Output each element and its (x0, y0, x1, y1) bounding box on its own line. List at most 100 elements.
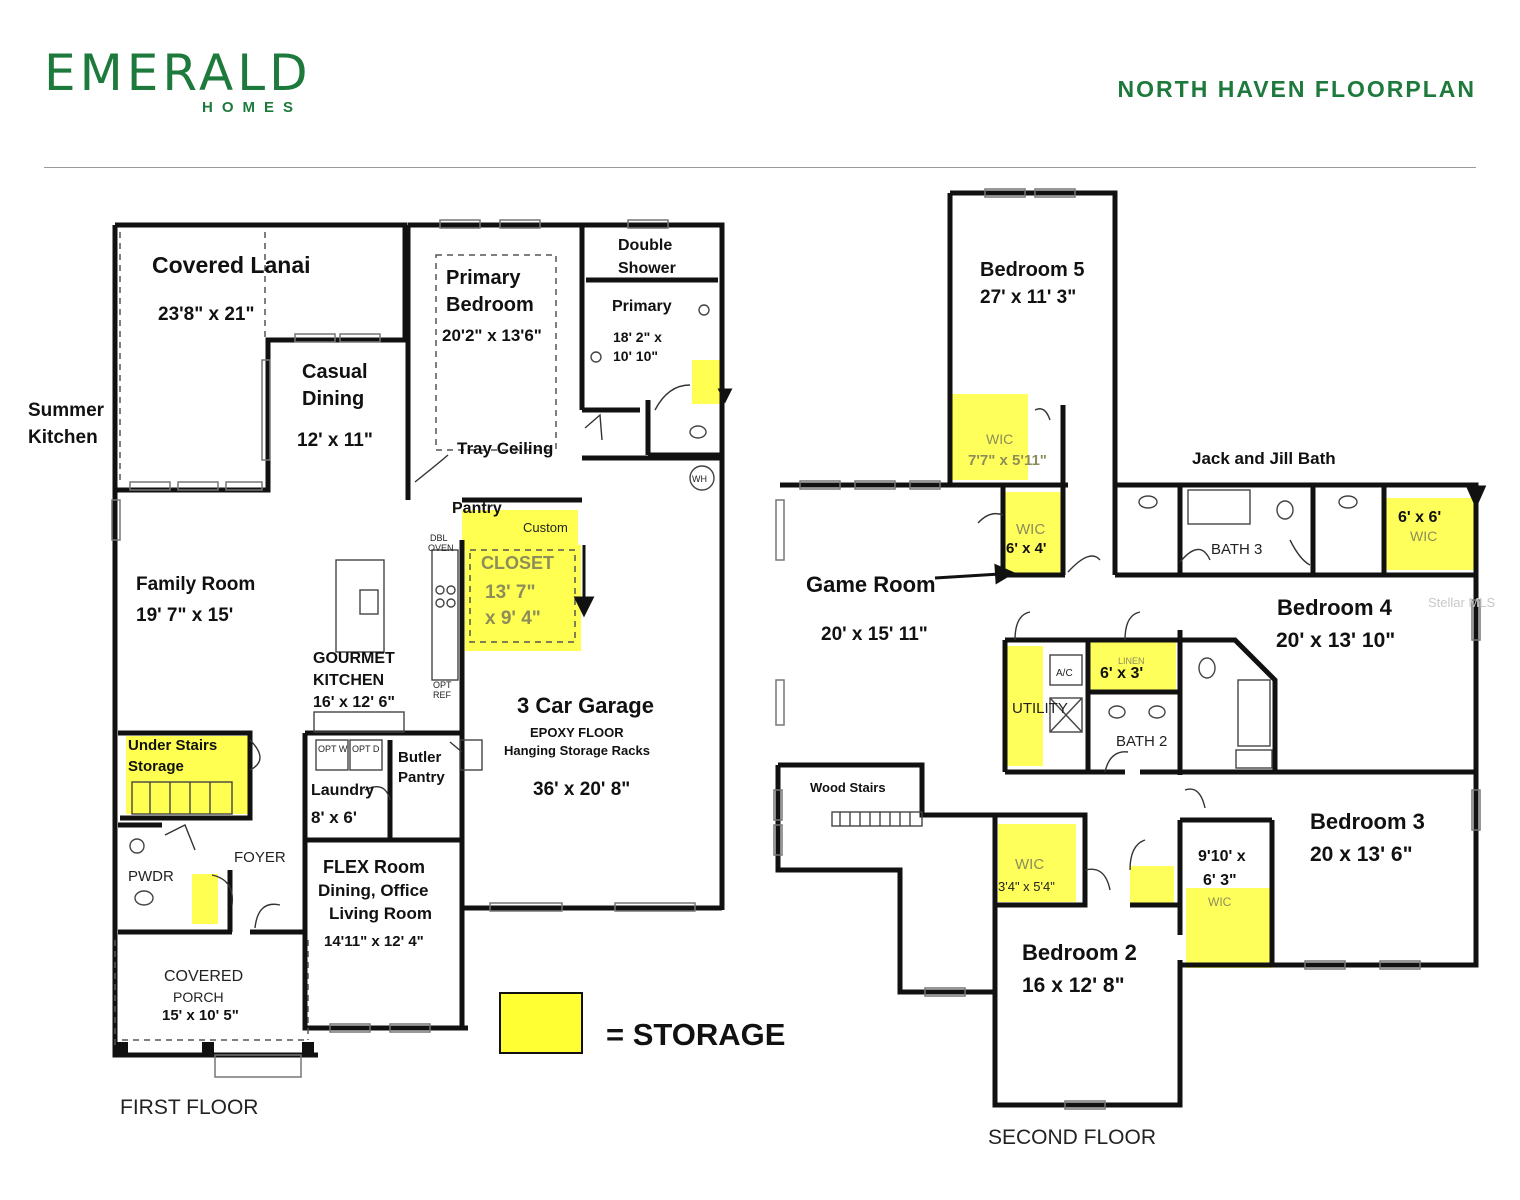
flex-2: Dining, Office (318, 881, 429, 900)
storage-highlights-second (948, 394, 1474, 968)
primary-bath-dims1: 18' 2" x (613, 329, 662, 345)
laundry-dims: 8' x 6' (311, 808, 357, 827)
legend-label: = STORAGE (606, 1017, 785, 1052)
bedroom5-name: Bedroom 5 (980, 259, 1084, 281)
wic2-name: WIC (1015, 856, 1044, 873)
kitchen-2: KITCHEN (313, 672, 384, 689)
primary-bed-1: Primary (446, 267, 521, 289)
watermark: Stellar MLS (1428, 595, 1496, 610)
second-floor-walls (775, 190, 1479, 1108)
wh-label: WH (692, 474, 707, 484)
header-divider (44, 167, 1476, 168)
porch-columns (116, 1042, 314, 1054)
under-stairs-2: Storage (128, 758, 184, 775)
legend-swatch (499, 992, 583, 1054)
arrows (573, 388, 1487, 618)
bedroom4-name: Bedroom 4 (1277, 595, 1393, 620)
garage-dims: 36' x 20' 8" (533, 779, 630, 800)
jack-jill-label: Jack and Jill Bath (1192, 449, 1336, 468)
brand-logo: EMERALD HOMES (44, 44, 312, 116)
custom-label: Custom (523, 520, 568, 535)
flex-1: FLEX Room (323, 857, 425, 877)
second-floor-doors (977, 408, 1311, 891)
game-room-name: Game Room (806, 572, 936, 597)
wic4-name: WIC (1410, 528, 1437, 544)
family-room-dims: 19' 7" x 15' (136, 605, 233, 626)
porch-2: PORCH (173, 989, 224, 1005)
porch-1: COVERED (164, 968, 243, 985)
wic5-name: WIC (986, 431, 1013, 447)
bedroom3-dims: 20 x 13' 6" (1310, 843, 1413, 866)
second-floor-caption: SECOND FLOOR (988, 1126, 1156, 1149)
game-room-dims: 20' x 15' 11" (821, 624, 928, 645)
butler-1: Butler (398, 749, 442, 766)
summer-kitchen-2: Kitchen (28, 427, 98, 448)
ac-label: A/C (1056, 668, 1073, 679)
first-floor-dashed (114, 232, 576, 1045)
bedroom2-dims: 16 x 12' 8" (1022, 974, 1125, 997)
summer-kitchen-1: Summer (28, 400, 105, 421)
wic3-dims1: 9'10' x (1198, 848, 1246, 865)
butler-2: Pantry (398, 769, 445, 786)
double-shower-1: Double (618, 237, 672, 254)
wic2-dims: 3'4" x 5'4" (998, 879, 1055, 894)
wic-game-name: WIC (1016, 521, 1045, 538)
closet-name: CLOSET (481, 553, 554, 573)
casual-dining-dims: 12' x 11" (297, 430, 373, 451)
pwdr-label: PWDR (128, 868, 174, 885)
casual-dining-1: Casual (302, 361, 368, 383)
first-floor-doors (164, 384, 691, 929)
kitchen-1: GOURMET (313, 650, 395, 667)
laundry-opt-d: OPT D (352, 744, 380, 754)
kitchen-fixtures (129, 304, 715, 906)
linen-name: LINEN (1118, 656, 1145, 666)
bedroom4-dims: 20' x 13' 10" (1276, 629, 1395, 652)
bath2-label: BATH 2 (1116, 733, 1167, 750)
brand-sub: HOMES (202, 99, 303, 116)
bedroom2-name: Bedroom 2 (1022, 940, 1137, 965)
wic3-dims2: 6' 3" (1203, 872, 1237, 889)
tray-ceiling: Tray Ceiling (457, 439, 553, 458)
bath3-label: BATH 3 (1211, 541, 1262, 558)
wood-stairs: Wood Stairs (810, 780, 886, 795)
porch-dims: 15' x 10' 5" (162, 1007, 239, 1024)
lanai-dims: 23'8" x 21" (158, 304, 255, 325)
second-floor-labels: Bedroom 5 27' x 11' 3" WIC 7'7" x 5'11" … (806, 259, 1496, 1149)
utility-label: UTILITY (1012, 700, 1068, 717)
first-floor-windows (111, 219, 696, 1078)
dbl-oven-1: DBL (430, 533, 448, 543)
page-title: NORTH HAVEN FLOORPLAN (1117, 76, 1476, 102)
wic4-dims: 6' x 6' (1398, 509, 1441, 526)
garage-name: 3 Car Garage (517, 693, 654, 718)
under-stairs-1: Under Stairs (128, 737, 217, 754)
closet-dims1: 13' 7" (485, 582, 536, 603)
foyer-label: FOYER (234, 849, 286, 866)
pantry-label: Pantry (452, 500, 502, 517)
second-floor-fixtures (831, 489, 1358, 827)
double-shower-2: Shower (618, 260, 676, 277)
primary-bath-dims2: 10' 10" (613, 348, 658, 364)
storage-highlights-first (126, 360, 724, 924)
casual-dining-2: Dining (302, 388, 364, 410)
wic3-name: WIC (1208, 895, 1232, 909)
laundry-name: Laundry (311, 782, 374, 799)
closet-dims2: x 9' 4" (485, 608, 541, 629)
garage-line1: EPOXY FLOOR (530, 725, 624, 740)
laundry-opt-w: OPT W (318, 744, 348, 754)
wic5-dims: 7'7" x 5'11" (968, 452, 1047, 469)
first-floor-labels: Covered Lanai 23'8" x 21" Summer Kitchen… (28, 237, 707, 1119)
dbl-oven-2: OVEN (428, 543, 454, 553)
brand-name: EMERALD (44, 44, 312, 102)
first-floor-caption: FIRST FLOOR (120, 1096, 258, 1119)
family-room-name: Family Room (136, 574, 255, 595)
bedroom5-dims: 27' x 11' 3" (980, 287, 1076, 308)
primary-bed-2: Bedroom (446, 294, 534, 316)
opt-ref-1: OPT (433, 680, 452, 690)
primary-bed-dims: 20'2" x 13'6" (442, 326, 542, 345)
linen-dims: 6' x 3' (1100, 665, 1143, 682)
flex-3: Living Room (329, 904, 432, 923)
garage-line2: Hanging Storage Racks (504, 743, 650, 758)
wic-game-dims: 6' x 4' (1006, 540, 1047, 557)
opt-ref-2: REF (433, 690, 452, 700)
